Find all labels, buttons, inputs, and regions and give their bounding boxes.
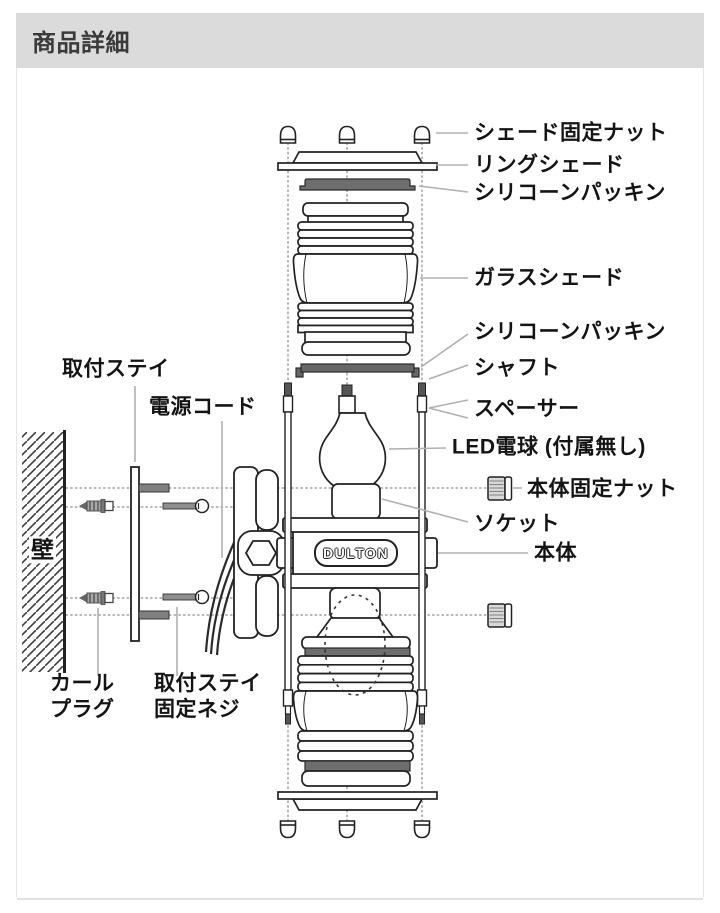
hex-boss	[244, 540, 278, 566]
stay-stud-top	[138, 483, 170, 493]
hidden-bulb-outline	[324, 594, 386, 696]
socket-lower	[315, 587, 395, 638]
label-curl-plug: カール プラグ	[50, 672, 115, 721]
led-bulb-outline	[318, 412, 387, 487]
body-nut-icon-top	[487, 476, 513, 501]
dulton-badge	[314, 539, 398, 567]
lamp-body	[276, 517, 438, 589]
label-wall: 壁	[29, 536, 56, 564]
label-stay-screw: 取付ステイ 固定ネジ	[154, 672, 262, 721]
body-nut-icon-bottom	[487, 603, 513, 628]
silicone-packing-bottom-upper	[304, 647, 411, 657]
shaft-right	[416, 382, 428, 725]
wall-bracket	[233, 466, 285, 639]
silicone-packing-mid-part	[295, 363, 420, 378]
label-shaft: シャフト	[474, 356, 560, 380]
label-stay: 取付ステイ	[62, 357, 170, 381]
section-header: 商品詳細	[16, 13, 704, 68]
body-plate-top	[282, 517, 428, 533]
glass-shade-top-part	[292, 202, 419, 356]
spacer-left	[282, 395, 294, 413]
mounting-stay	[130, 466, 170, 642]
brand-badge-text: DULTON	[322, 545, 390, 561]
curl-plug-icon-top	[79, 499, 114, 513]
label-socket: ソケット	[474, 512, 560, 536]
label-silicone-packing-top: シリコーンパッキン	[474, 181, 666, 205]
stay-screw-icon-bottom	[162, 589, 210, 605]
silicone-packing-bottom-lower	[304, 760, 411, 772]
body-plate-bottom	[282, 573, 428, 589]
curl-plug-icon-bottom	[79, 591, 114, 605]
label-body-nut: 本体固定ナット	[527, 477, 678, 501]
label-ring-shade: リングシェード	[474, 153, 625, 177]
shade-nut-icons-top	[279, 125, 431, 144]
label-body: 本体	[534, 541, 577, 565]
spacer-right	[416, 395, 428, 413]
label-glass-shade: ガラスシェード	[474, 266, 625, 290]
label-spacer: スペーサー	[474, 397, 580, 421]
label-silicone-packing-mid: シリコーンパッキン	[474, 320, 666, 344]
glass-shade-bottom-part	[292, 636, 419, 787]
ring-shade-top	[277, 151, 438, 171]
label-power-cord: 電源コード	[149, 395, 257, 419]
center-stem	[338, 384, 356, 414]
socket-sleeve	[331, 483, 381, 520]
ring-shade-bottom	[277, 791, 438, 811]
silicone-packing-top-part	[299, 178, 416, 191]
divider	[17, 898, 703, 900]
label-led-bulb: LED電球 (付属無し)	[452, 435, 646, 459]
label-shade-nut: シェード固定ナット	[474, 121, 668, 145]
section-title: 商品詳細	[32, 30, 130, 57]
leader-lines	[97, 132, 528, 676]
stay-stud-bottom	[138, 610, 170, 620]
shaft-left	[282, 382, 294, 725]
stay-screw-icon-top	[162, 498, 210, 514]
shade-nut-icons-bottom	[279, 820, 431, 839]
